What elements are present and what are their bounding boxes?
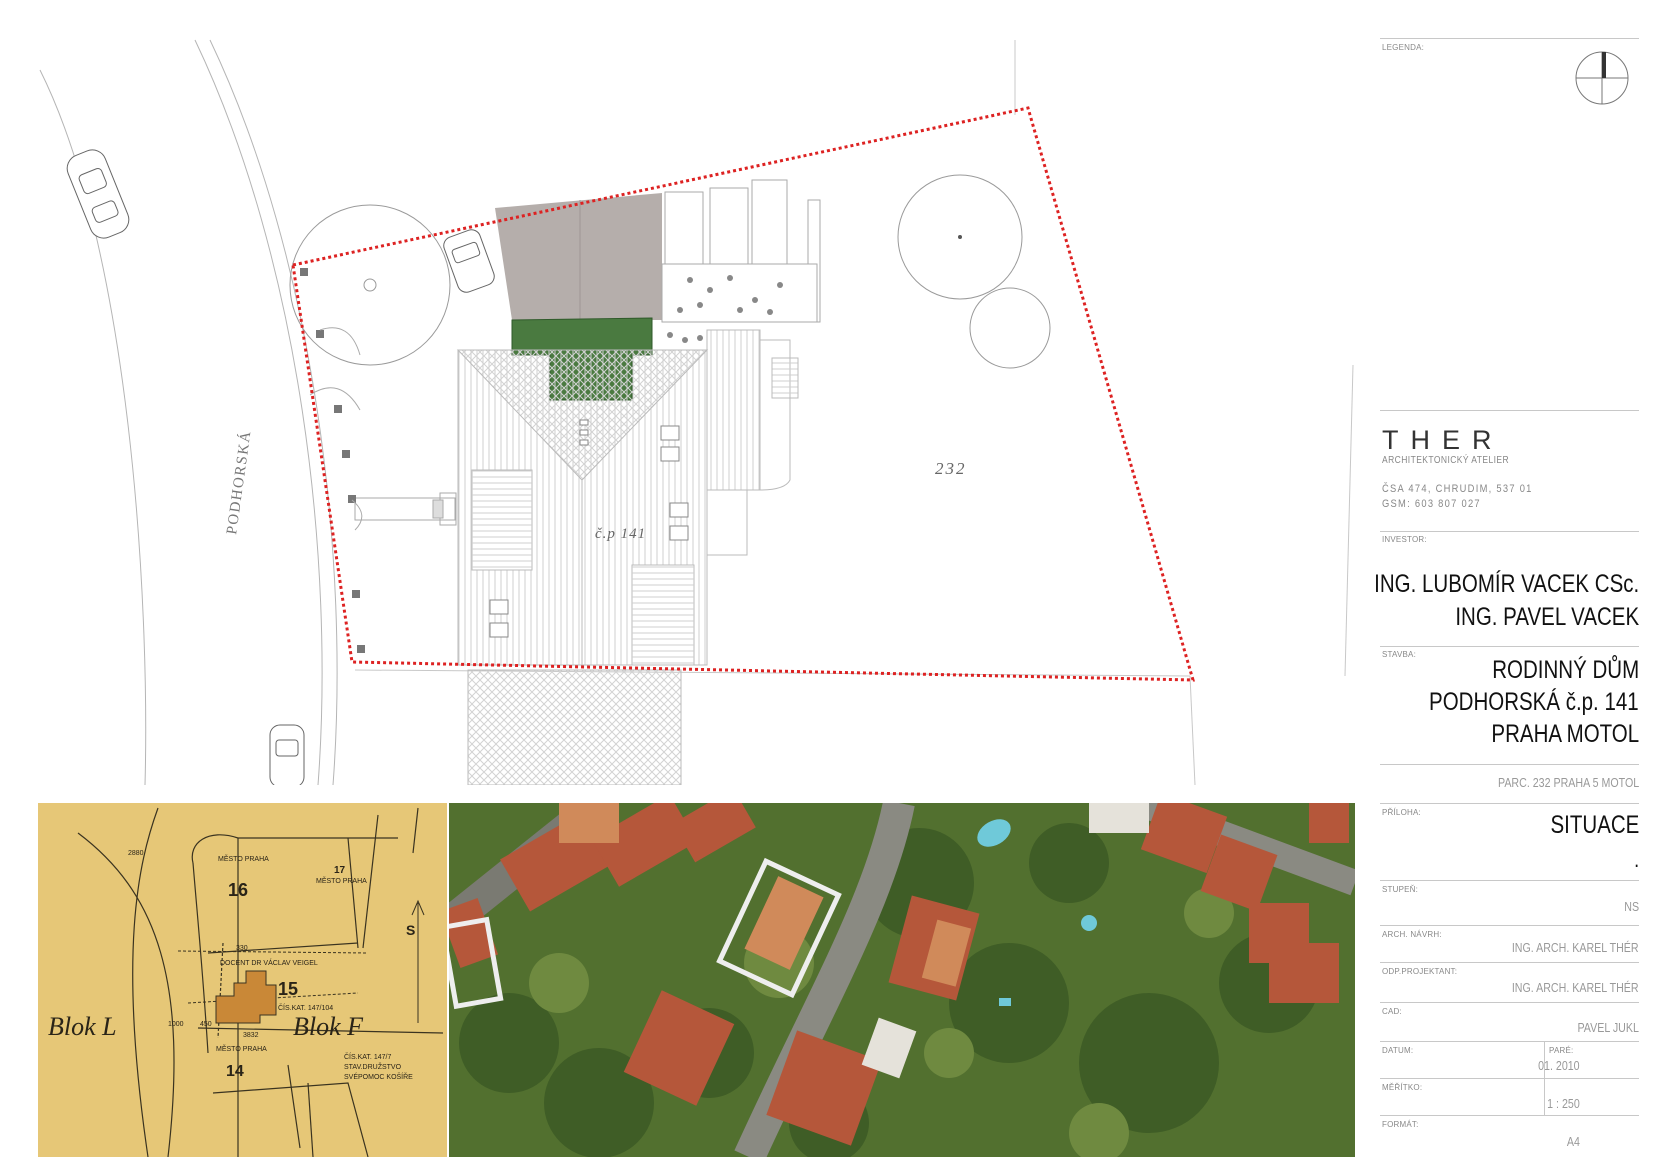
legend-label: LEGENDA: [1382, 43, 1425, 52]
cad-label-parcel-15: 15 [278, 979, 298, 999]
cad-label-cis-kat: ČÍS.KAT. 147/104 [278, 1003, 333, 1012]
cad-label-parcel-14: 14 [226, 1063, 244, 1080]
cad-label-2880: 2880 [128, 850, 144, 857]
stavba-line-2: PODHORSKÁ č.p. 141 [1429, 688, 1639, 716]
stavba-label: STAVBA: [1382, 650, 1417, 659]
stavba-line-3: PRAHA MOTOL [1491, 720, 1639, 748]
cad-label-blok-f: Blok F [293, 1012, 364, 1041]
site-plan-drawing: PODHORSKÁ [39, 39, 1354, 785]
cad-label-owner: DOCENT DR VÁCLAV VEIGEL [220, 958, 318, 967]
cad-label-mesto-praha-16: MĚSTO PRAHA [218, 854, 269, 863]
format-value: A4 [1566, 1134, 1580, 1149]
odp-value: ING. ARCH. KAREL THÉR [1512, 980, 1639, 995]
cad-label-stav-druz: STAV.DRUŽSTVO [344, 1062, 402, 1071]
stupen-value: NS [1624, 899, 1639, 914]
parcel-info: PARC. 232 PRAHA 5 MOTOL [1497, 775, 1639, 790]
investor-line-1: ING. LUBOMÍR VACEK CSc. [1373, 570, 1639, 598]
cad-label-parcel-16: 16 [228, 880, 248, 900]
aerial-photo [449, 803, 1355, 1157]
parcel-number-label: 232 [935, 459, 967, 478]
cad-label-blok-l: Blok L [48, 1012, 117, 1041]
north-arrow-icon [1575, 51, 1629, 105]
car-icon [269, 724, 305, 785]
stavba-line-1: RODINNÝ DŮM [1492, 656, 1639, 684]
title-block: LEGENDA: THER ARCHITEKTONICKÝ ATELIER ČS… [1374, 0, 1654, 1169]
street-label: PODHORSKÁ [223, 429, 254, 536]
company-subtitle: ARCHITEKTONICKÝ ATELIER [1382, 455, 1510, 466]
cad-label-3832: 3832 [243, 1032, 259, 1039]
cad-label: CAD: [1382, 1007, 1402, 1016]
odp-label: ODP.PROJEKTANT: [1382, 967, 1458, 976]
car-icon [443, 229, 495, 293]
cad-label-450: 450 [200, 1021, 212, 1028]
arch-value: ING. ARCH. KAREL THÉR [1512, 940, 1639, 955]
cadastral-map: S MĚSTO PRAHA 16 17 MĚSTO PRAHA 2880 330… [38, 803, 447, 1157]
cad-label-1000: 1000 [168, 1021, 184, 1028]
pare-label: PARÉ: [1549, 1046, 1574, 1055]
meritko-label: MĚŘÍTKO: [1382, 1083, 1423, 1092]
cad-label-parcel-17: 17 [334, 865, 346, 876]
cad-value: PAVEL JUKL [1577, 1020, 1639, 1035]
arch-label: ARCH. NÁVRH: [1382, 930, 1442, 939]
property-boundary [291, 106, 1196, 682]
cad-label-svepomoc: SVÉPOMOC KOŠÍŘE [344, 1072, 413, 1081]
north-symbol: S [406, 922, 415, 938]
datum-value: 01. 2010 [1538, 1058, 1580, 1073]
cad-label-330: 330 [236, 945, 248, 952]
priloha-dot: . [1633, 847, 1639, 872]
priloha-label: PŘÍLOHA: [1382, 808, 1421, 817]
datum-label: DATUM: [1382, 1046, 1414, 1055]
company-address: ČSA 474, CHRUDIM, 537 01 [1382, 483, 1533, 495]
investor-line-2: ING. PAVEL VACEK [1455, 603, 1639, 631]
company-logo: THER [1382, 425, 1504, 455]
investor-label: INVESTOR: [1382, 535, 1427, 544]
cad-label-cis-kat-2: ČÍS.KAT. 147/7 [344, 1052, 391, 1061]
car-icon [66, 149, 130, 239]
priloha-value: SITUACE [1550, 811, 1639, 839]
format-label: FORMÁT: [1382, 1120, 1419, 1129]
company-phone: GSM: 603 807 027 [1382, 498, 1481, 510]
house-label: č.p 141 [595, 526, 646, 542]
meritko-value: 1 : 250 [1547, 1096, 1580, 1111]
cad-label-mesto-praha-17: MĚSTO PRAHA [316, 876, 367, 885]
cad-label-mesto-praha-14: MĚSTO PRAHA [216, 1044, 267, 1053]
stupen-label: STUPEŇ: [1382, 885, 1419, 894]
